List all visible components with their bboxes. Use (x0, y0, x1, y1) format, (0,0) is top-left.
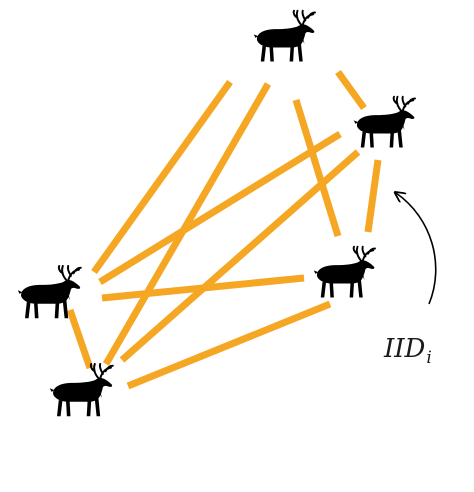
edge-top-right (292, 98, 342, 238)
edge-upper-right-right (364, 159, 382, 233)
edge-bottom-left-right (126, 300, 332, 390)
edge-left-right (101, 274, 305, 302)
curved-arrow-icon (396, 193, 437, 305)
node-top-caribou-icon (252, 9, 317, 63)
edge-layer (66, 69, 382, 390)
iid-label-subscript: i (426, 348, 432, 368)
edge-upper-right-left (98, 131, 342, 285)
node-bottom-left-caribou-icon (48, 362, 114, 418)
iid-label-main: IID (384, 334, 426, 364)
edge-upper-right-bottom-left (119, 149, 361, 363)
edge-top-bottom-left (102, 82, 272, 366)
edge-top-upper-right (335, 69, 367, 111)
edge-left-bottom-left (66, 308, 94, 370)
iid-label: IIDi (384, 334, 432, 368)
node-right-caribou-icon (312, 245, 377, 299)
edge-top-left (91, 79, 233, 275)
